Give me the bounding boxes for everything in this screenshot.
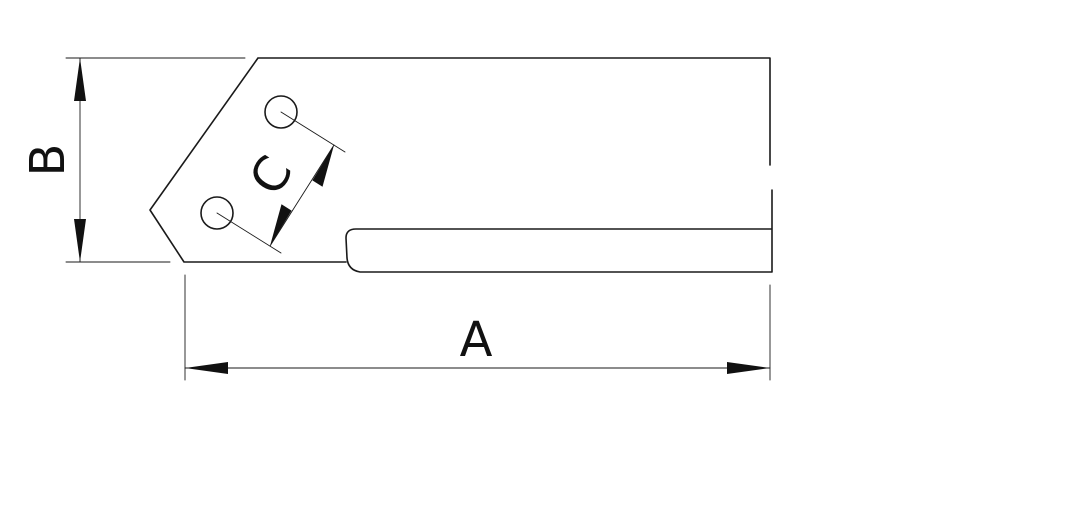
dimension-b-arrow-top — [74, 58, 86, 101]
blade-part — [149, 57, 773, 273]
blade-outline — [149, 57, 773, 273]
dimension-c-line — [269, 144, 335, 247]
dimension-c-arrow-lower — [270, 204, 292, 246]
dimension-a: A — [184, 274, 771, 381]
dimension-c-label: C — [239, 146, 304, 204]
dimension-a-arrow-right — [727, 362, 770, 374]
mounting-hole-lower — [200, 196, 234, 230]
dimension-b: B — [20, 57, 246, 263]
dimension-b-arrow-bottom — [74, 219, 86, 262]
dimension-c-arrow-upper — [312, 145, 334, 187]
dimension-a-label: A — [460, 312, 493, 368]
dimension-c-extension-upper — [280, 111, 346, 153]
dimension-c-extension-lower — [216, 212, 282, 254]
dimension-b-label: B — [20, 144, 76, 177]
dimension-a-arrow-left — [185, 362, 228, 374]
mounting-hole-upper — [264, 95, 298, 129]
dimension-c: C — [216, 111, 346, 254]
